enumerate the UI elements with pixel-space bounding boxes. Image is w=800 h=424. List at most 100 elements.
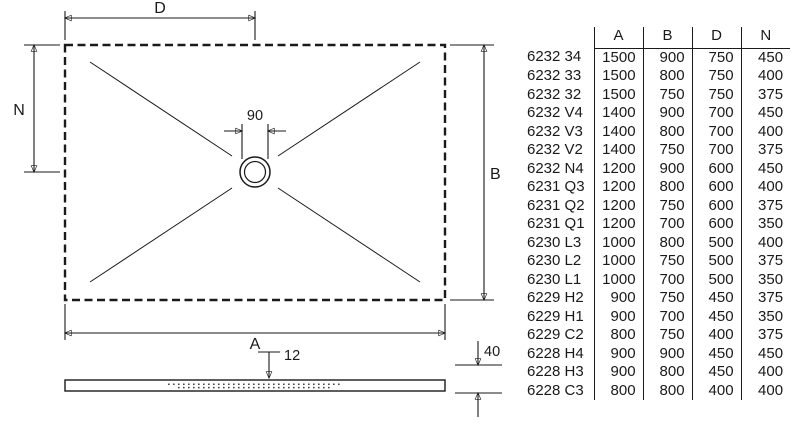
value-cell: 750: [691, 48, 742, 67]
model-cell: 6231 Q2: [527, 196, 585, 214]
model-cell: 6232 V4: [527, 104, 583, 121]
value-cell: 1500: [593, 48, 644, 67]
value-cell: 350: [740, 307, 791, 326]
value-cell: 700: [691, 104, 742, 123]
diagonal-slope-line-top-left: [89, 61, 233, 157]
value-cell: 400: [740, 122, 791, 141]
value-cell: 900: [642, 104, 693, 123]
diagonal-slope-line-bottom-right: [277, 187, 421, 283]
value-cell: 750: [642, 289, 693, 308]
value-cell: 900: [593, 363, 644, 382]
model-cell: 6231 Q3: [527, 178, 585, 195]
value-cell: 1400: [593, 141, 644, 160]
value-cell: 800: [642, 363, 693, 382]
value-cell: 700: [691, 122, 742, 141]
model-cell: 6229 H1: [527, 307, 584, 325]
column-header-a: A: [593, 27, 644, 49]
value-cell: 750: [691, 67, 742, 86]
value-cell: 1000: [593, 233, 644, 252]
drain-inner-circle: [243, 160, 267, 184]
value-cell: 450: [691, 289, 742, 308]
tray-side-profile: [64, 379, 446, 392]
value-cell: 400: [740, 233, 791, 252]
column-header-b: B: [642, 27, 693, 49]
value-cell: 1400: [593, 122, 644, 141]
value-cell: 800: [593, 326, 644, 345]
value-cell: 450: [740, 104, 791, 123]
value-cell: 750: [642, 252, 693, 271]
value-cell: 375: [740, 85, 791, 104]
model-cell: 6230 L1: [527, 270, 582, 288]
dim-label-drain-90: 90: [247, 108, 263, 124]
model-cell: 6230 L2: [527, 252, 582, 269]
value-cell: 400: [740, 67, 791, 86]
drain-outer-circle: [239, 156, 271, 188]
value-cell: 800: [642, 122, 693, 141]
value-cell: 450: [691, 344, 742, 363]
value-cell: 500: [691, 252, 742, 271]
model-cell: 6229 C2: [527, 326, 584, 343]
dim-label-a: A: [250, 336, 261, 353]
value-cell: 700: [691, 141, 742, 160]
value-cell: 400: [691, 326, 742, 345]
value-cell: 800: [642, 67, 693, 86]
value-cell: 1200: [593, 178, 644, 197]
model-column-header: [522, 27, 594, 48]
value-cell: 400: [691, 381, 742, 400]
value-cell: 400: [740, 363, 791, 382]
value-cell: 450: [740, 344, 791, 363]
diagonal-slope-line-bottom-left: [89, 187, 233, 283]
model-cell: 6232 N4: [527, 159, 584, 177]
value-cell: 375: [740, 196, 791, 215]
model-cell: 6230 L3: [527, 233, 582, 251]
value-cell: 900: [642, 344, 693, 363]
value-cell: 1200: [593, 196, 644, 215]
value-cell: 800: [642, 381, 693, 400]
table-header-row: A B D N: [522, 27, 791, 49]
model-cell: 6232 V3: [527, 122, 583, 140]
value-cell: 750: [691, 85, 742, 104]
model-cell: 6232 34: [527, 48, 582, 66]
value-cell: 1000: [593, 270, 644, 289]
value-cell: 750: [642, 85, 693, 104]
value-cell: 375: [740, 289, 791, 308]
value-cell: 1000: [593, 252, 644, 271]
value-cell: 900: [593, 289, 644, 308]
value-cell: 600: [691, 196, 742, 215]
value-cell: 350: [740, 270, 791, 289]
value-cell: 900: [593, 307, 644, 326]
value-cell: 1200: [593, 159, 644, 178]
tray-outline-dashed: [63, 43, 447, 302]
column-header-d: D: [691, 27, 742, 49]
model-cell: 6228 C3: [527, 381, 584, 399]
value-cell: 750: [642, 196, 693, 215]
model-cell: 6229 H2: [527, 289, 584, 306]
value-cell: 375: [740, 141, 791, 160]
value-cell: 450: [740, 159, 791, 178]
dim-label-thickness-12: 12: [284, 348, 300, 364]
shower-tray-technical-drawing: D N B A 90 12 40: [13, 0, 502, 417]
value-cell: 700: [642, 215, 693, 234]
model-cell: 6232 33: [527, 67, 582, 84]
model-cell: 6228 H4: [527, 344, 584, 362]
model-cell: 6232 32: [527, 85, 582, 103]
value-cell: 900: [642, 159, 693, 178]
